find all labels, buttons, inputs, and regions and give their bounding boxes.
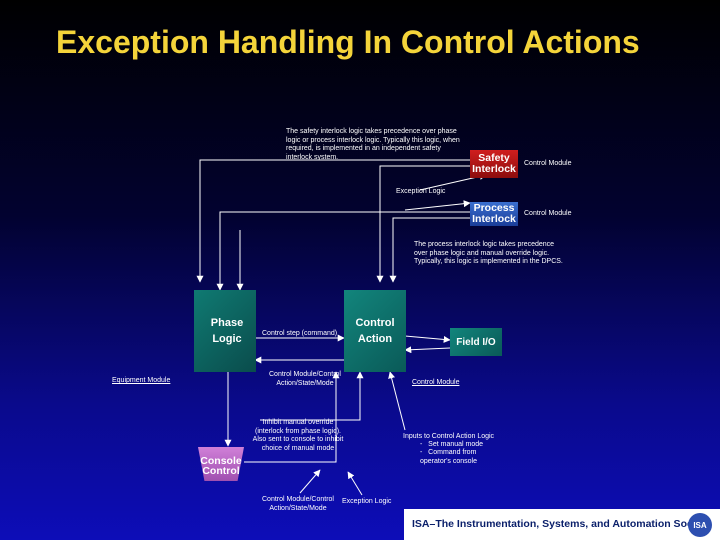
- input-item-2-text: Command from operator's console: [420, 449, 477, 465]
- process-note: The process interlock logic takes preced…: [414, 241, 563, 266]
- safety-to-phase-line: [196, 159, 470, 283]
- exception-logic-top: Exception Logic: [396, 188, 446, 195]
- console-control-label: Console Control: [200, 454, 242, 477]
- slide-title: Exception Handling In Control Actions: [56, 24, 640, 60]
- safety-interlock-box: Safety Interlock: [470, 150, 518, 178]
- field-io-box: Field I/O: [450, 328, 502, 356]
- process-module-label: Control Module: [524, 210, 572, 217]
- input-item-1: - Set manual mode: [420, 441, 484, 448]
- exception-logic-bottom: Exception Logic: [342, 498, 392, 505]
- inhibit-to-control-line: [260, 371, 364, 421]
- phase-logic-box: Phase Logic: [194, 290, 256, 372]
- equipment-module-label: Equipment Module: [112, 377, 171, 384]
- inhibit-note: Inhibit manual override (interlock from …: [252, 419, 344, 452]
- footer-text: ISA–The Instrumentation, Systems, and Au…: [412, 518, 711, 530]
- exception-to-process-line: [404, 200, 471, 211]
- isa-logo: ISA: [688, 513, 712, 537]
- console-control-shape: [198, 447, 244, 481]
- footer-banner: ISA–The Instrumentation, Systems, and Au…: [404, 509, 720, 540]
- field-to-control-line: [404, 346, 451, 354]
- process-to-phase-line: [216, 211, 470, 291]
- console-to-control-line: [244, 371, 340, 463]
- inputs-title: Inputs to Control Action Logic: [403, 433, 495, 440]
- inputs-to-control-line: [388, 371, 406, 431]
- process-to-control-line: [389, 217, 470, 283]
- safety-to-control-line: [376, 165, 470, 283]
- control-module-right-label: Control Module: [412, 379, 460, 386]
- control-to-field-line: [404, 335, 451, 343]
- bottom-exception-line: [347, 471, 363, 496]
- control-step-label: Control step (command): [262, 330, 338, 337]
- control-action-box: Control Action: [344, 290, 406, 372]
- input-item-2: - Command from operator's console: [420, 449, 477, 465]
- safety-module-label: Control Module: [524, 160, 572, 167]
- input-item-1-text: Set manual mode: [428, 441, 484, 448]
- safety-note: The safety interlock logic takes precede…: [286, 128, 460, 161]
- cm-state-bottom-label: Control Module/Control Action/State/Mode: [262, 496, 334, 512]
- bottom-cm-line: [299, 469, 321, 494]
- cm-state-mid-label: Control Module/Control Action/State/Mode: [269, 371, 341, 387]
- process-interlock-box: Process Interlock: [470, 202, 518, 226]
